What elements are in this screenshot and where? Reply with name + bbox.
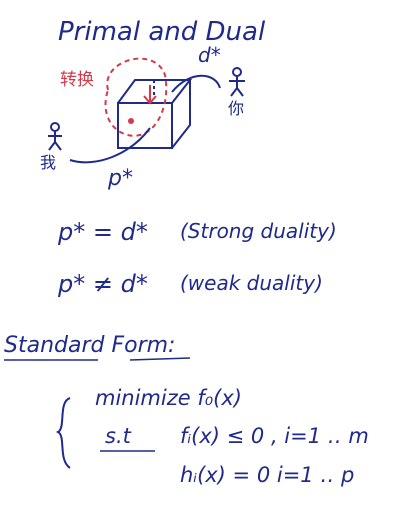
equality-constraint: hᵢ(x) = 0 i=1 ‥ p [180, 463, 354, 487]
weak-duality-equation: p* ≠ d* [57, 270, 148, 298]
label-me: 我 [40, 153, 56, 172]
cube-figure [117, 79, 193, 149]
label-transform: 转换 [60, 70, 94, 90]
page-title: Primal and Dual [58, 17, 266, 47]
standard-form-heading: Standard Form: [4, 333, 175, 358]
person-you-icon [229, 67, 245, 97]
heading-underline-2 [129, 357, 191, 361]
strong-duality-equation: p* = d* [57, 218, 148, 246]
primal-arrow [69, 127, 151, 164]
objective-line: minimize f₀(x) [95, 386, 242, 410]
primal-point [128, 118, 134, 124]
weak-duality-note: (weak duality) [180, 271, 323, 295]
transform-arrow [104, 57, 168, 137]
inequality-constraint: fᵢ(x) ≤ 0 , i=1 ‥ m [180, 424, 369, 448]
brace [55, 397, 71, 469]
dual-arrow [171, 74, 221, 93]
label-dual-optimum: d* [198, 43, 221, 67]
label-you: 你 [228, 99, 244, 118]
label-primal-optimum: p* [107, 166, 133, 191]
subject-to-label: s.t [105, 424, 132, 448]
person-me-icon [48, 122, 62, 151]
strong-duality-note: (Strong duality) [180, 219, 337, 243]
